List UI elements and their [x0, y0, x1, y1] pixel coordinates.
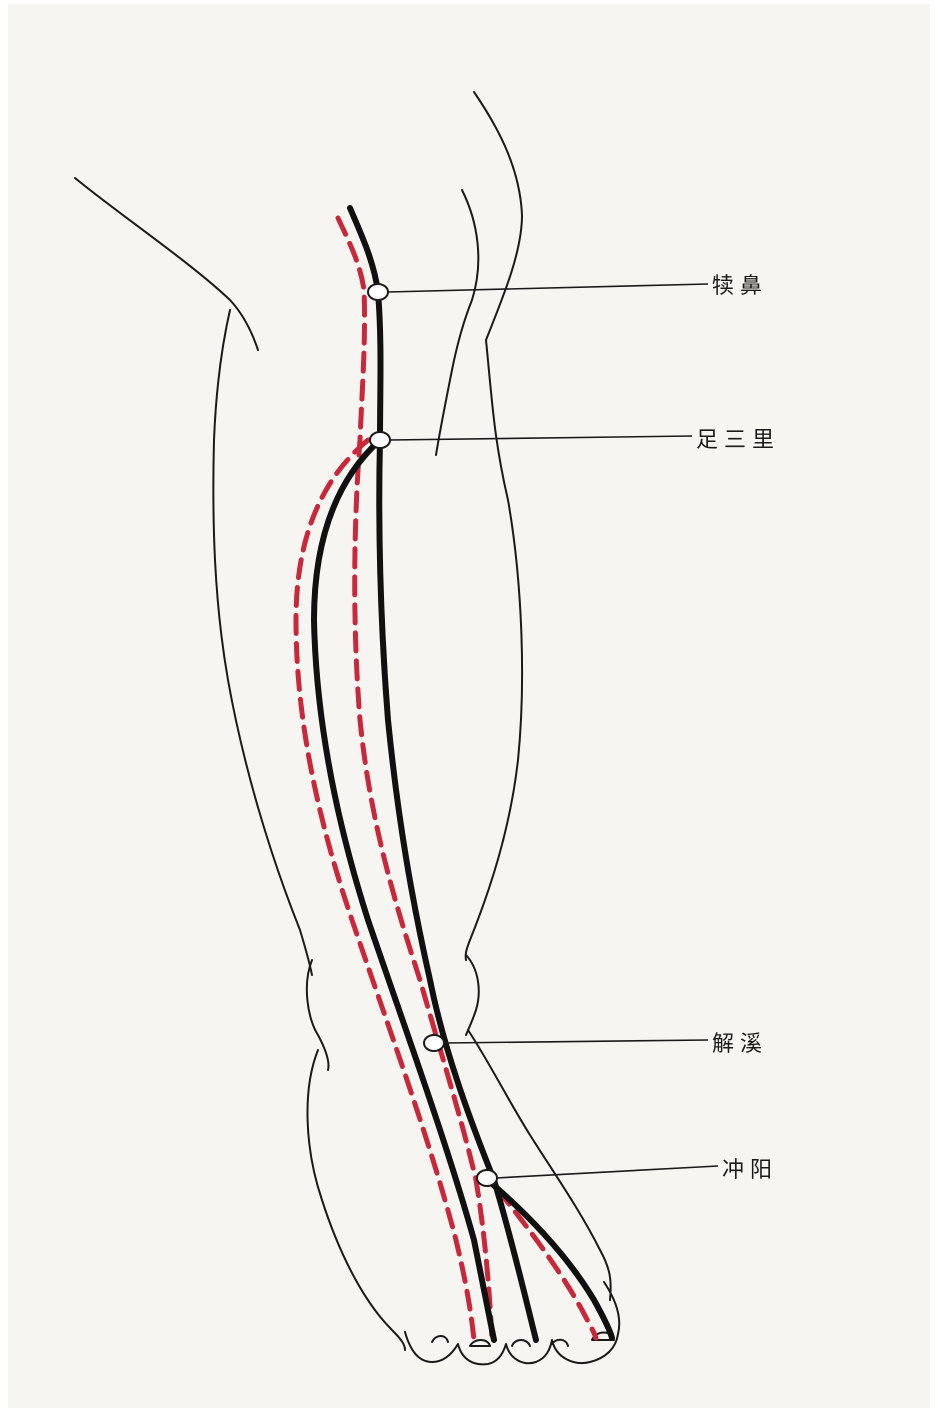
acupoint-marker-jiexi: [424, 1035, 444, 1051]
acupoint-label-jiexi: 解溪: [712, 1026, 768, 1058]
meridian-dashed-branch-right: [498, 1190, 596, 1338]
thigh-outline-right: [474, 92, 522, 340]
leader-line-chongyang: [496, 1166, 718, 1178]
meridian-solid-main: [350, 208, 536, 1340]
toenail-2: [470, 1340, 490, 1346]
acupoint-label-chongyang: 冲阳: [722, 1152, 778, 1184]
thigh-outline-left: [75, 178, 258, 350]
meridian-dashed-main: [338, 218, 492, 1340]
toenail-1: [432, 1336, 448, 1342]
leader-line-dubi: [388, 284, 708, 292]
toenail-3: [512, 1340, 530, 1346]
foot-outline-left: [307, 1050, 405, 1350]
acupoint-marker-chongyang: [477, 1170, 497, 1186]
acupoint-label-dubi: 犊鼻: [712, 268, 768, 300]
acupoint-label-zusanli: 足三里: [696, 422, 780, 454]
ankle-outline-right: [466, 955, 479, 1035]
leader-line-zusanli: [390, 436, 692, 440]
calf-outline-right: [466, 340, 522, 960]
acupoint-marker-zusanli: [370, 432, 390, 448]
leg-outline: [75, 92, 619, 1364]
acupoint-marker-dubi: [368, 284, 388, 300]
kneecap-outline: [436, 190, 478, 455]
leader-line-jiexi: [444, 1040, 708, 1043]
meridian-lines: [296, 208, 612, 1340]
